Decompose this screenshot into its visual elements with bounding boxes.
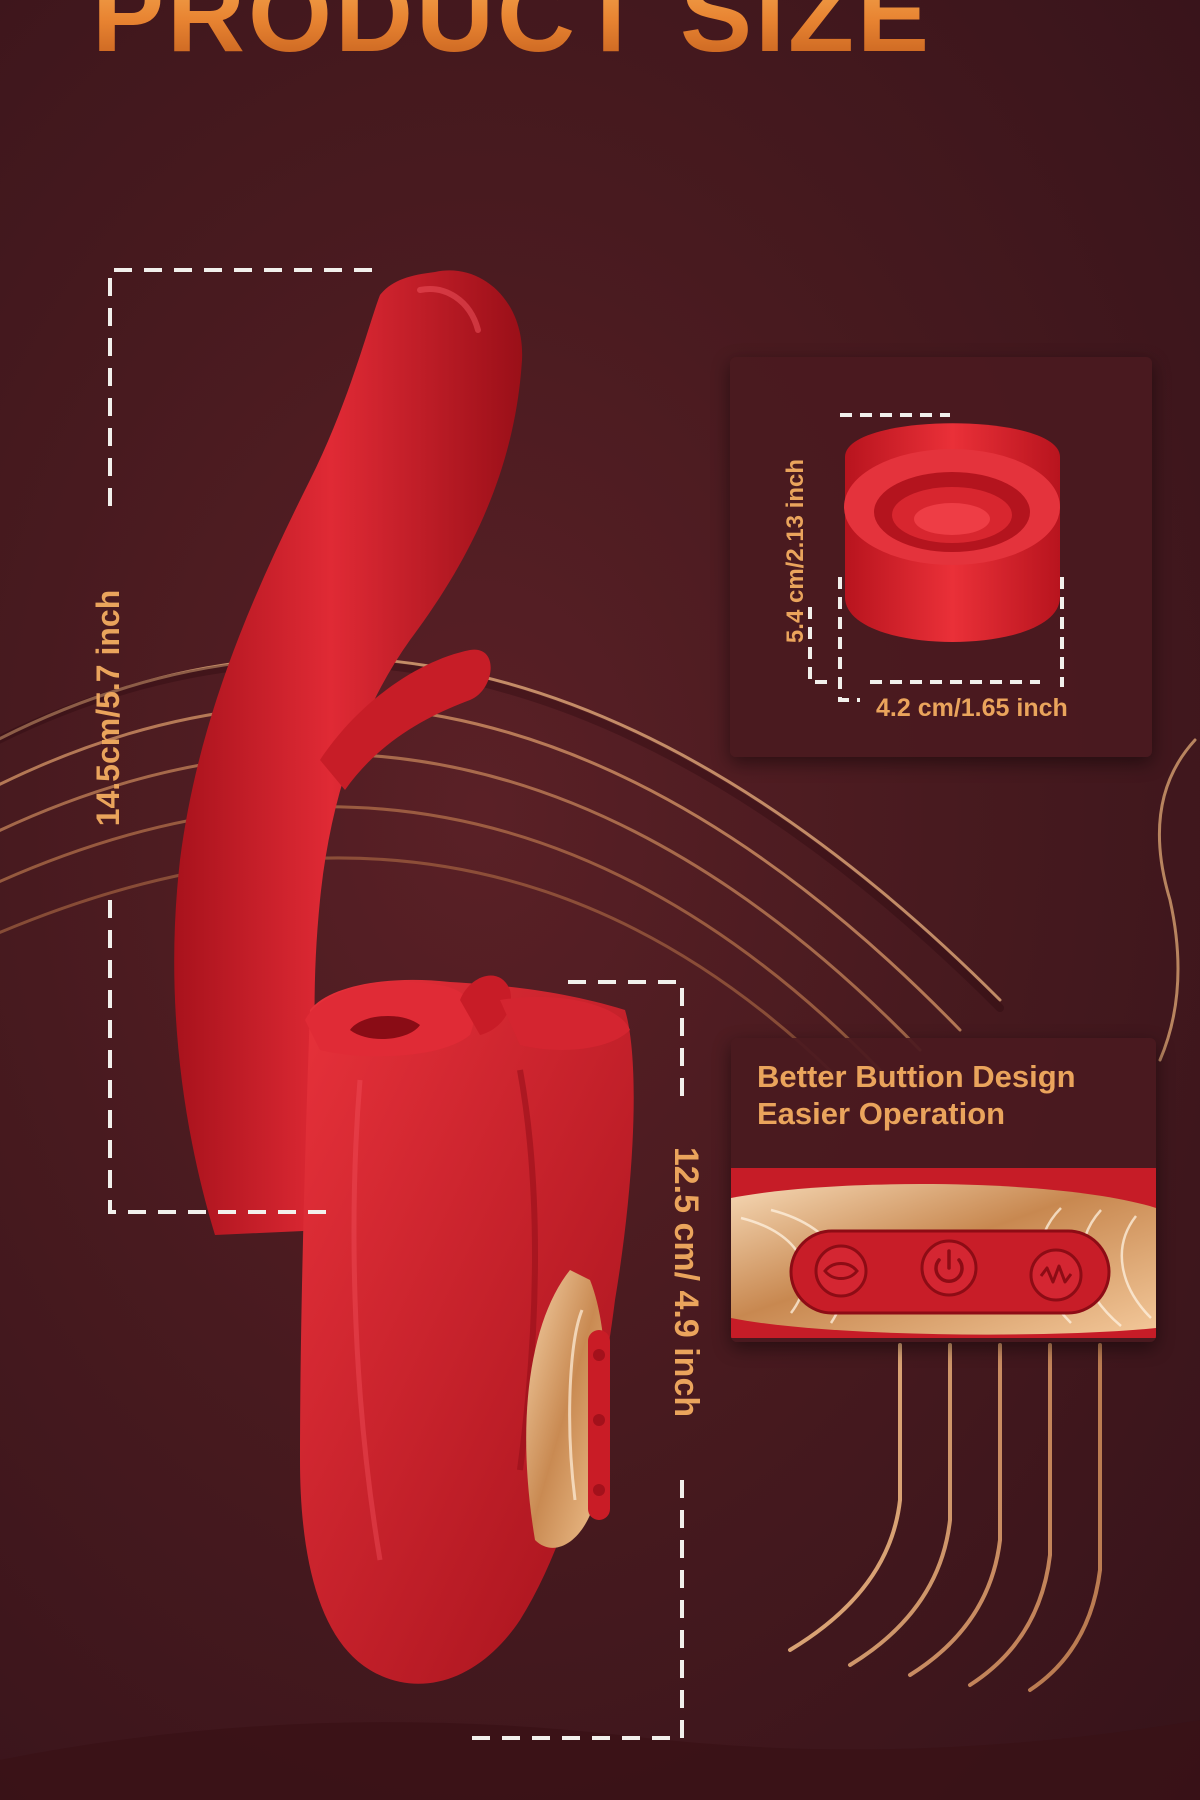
floor-swirl (0, 1720, 1200, 1800)
button-closeup-illustration (731, 1168, 1156, 1338)
head-closeup-illustration (808, 413, 1064, 702)
decorative-lines (788, 1343, 1102, 1692)
power-icon (920, 1239, 978, 1297)
lower-length-dimension (460, 980, 684, 1740)
handle-button-panel (526, 1270, 610, 1548)
lips-icon (814, 1244, 868, 1298)
button-card-title-line1: Better Buttion Design (757, 1059, 1076, 1094)
head-height-label: 5.4 cm/2.13 inch (782, 458, 809, 644)
product-arm (320, 649, 491, 790)
wave-icon (1029, 1248, 1083, 1302)
headline: PRODUCT SIZE (92, 0, 932, 68)
head-width-label: 4.2 cm/1.65 inch (876, 694, 1068, 722)
button-design-card: Better Buttion Design Easier Operation (731, 1038, 1156, 1342)
lower-length-label: 12.5 cm/ 4.9 inch (667, 1146, 705, 1418)
main-length-dimension (108, 268, 372, 1214)
head-detail-card (730, 357, 1152, 757)
button-card-title-line2: Easier Operation (757, 1096, 1006, 1131)
main-length-label: 14.5cm/5.7 inch (90, 589, 126, 827)
